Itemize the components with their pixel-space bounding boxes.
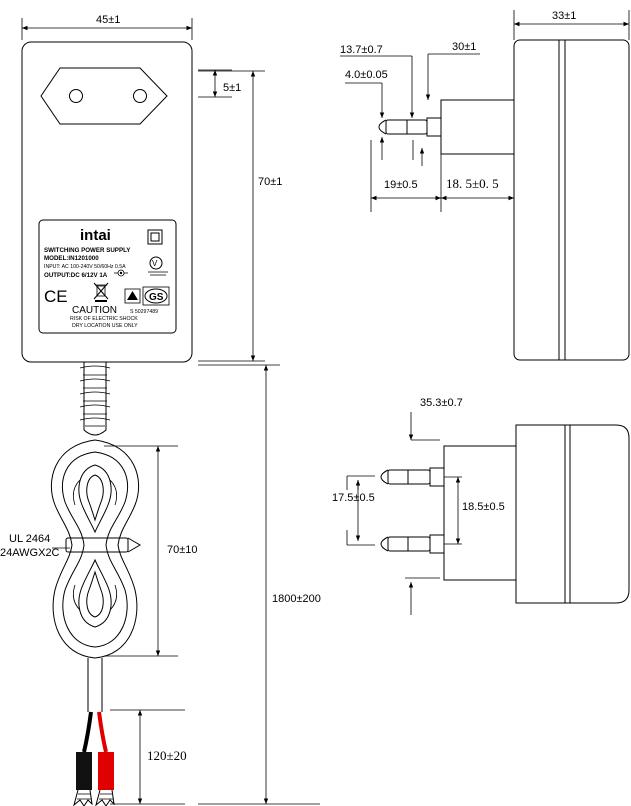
cable-spec-line2: 24AWGX2C — [0, 547, 60, 559]
side-body — [513, 39, 630, 361]
coil-height-dim: 70±10 — [167, 544, 198, 556]
label-line4: OUTPUT:DC 6/12V 1A — [44, 272, 108, 279]
plug-depth-dim: 30±1 — [452, 41, 476, 53]
pin-diameter-dim: 4.0±0.05 — [345, 69, 388, 81]
pin-offset-dim: 5±1 — [223, 82, 241, 94]
dry-location-text: DRY LOCATION USE ONLY — [72, 323, 138, 329]
front-width-dim: 45±1 — [96, 14, 120, 26]
plug-socket-outline — [40, 67, 168, 125]
cert-number: S 50297489 — [130, 309, 158, 315]
label-line2: MODEL:IN1201000 — [44, 255, 99, 262]
label-line3: INPUT: AC 100-240V 50/60Hz 0.5A — [44, 264, 126, 270]
pin-hole-right — [133, 89, 147, 103]
cable-tie — [65, 537, 129, 553]
black-clip — [73, 752, 93, 806]
red-wire — [97, 711, 108, 753]
caution-text: CAUTION — [72, 305, 117, 316]
black-wire — [82, 711, 93, 753]
shock-warning: RISK OF ELECTRIC SHOCK — [70, 316, 138, 322]
svg-text:GS: GS — [149, 292, 164, 303]
cable-coil-outer — [50, 439, 140, 659]
bottom-body — [515, 424, 630, 604]
pin-tip-spacing-dim: 17.5±0.5 — [332, 492, 375, 504]
brand-logo: intai — [80, 227, 111, 244]
side-plug-base — [440, 99, 515, 155]
efficiency-mark: V — [152, 259, 158, 268]
label-line1: SWITCHING POWER SUPPLY — [44, 247, 131, 254]
lead-length-dim: 120±20 — [147, 748, 187, 763]
bottom-view: 35.3±0.7 17.5±0.5 18.5±0.5 — [332, 397, 630, 615]
hatch-icon — [148, 271, 168, 276]
gs-mark-icon: GS — [142, 286, 170, 306]
pin-spacing-dim: 18.5±0.5 — [462, 501, 505, 513]
warning-triangle-icon — [124, 288, 141, 304]
pin-length-dim: 13.7±0.7 — [340, 44, 383, 56]
side-view: 33±1 13.7±0.7 30±1 4.0±0.05 19±0.5 — [340, 10, 630, 361]
bottom-depth-dim: 35.3±0.7 — [420, 397, 463, 409]
product-label: intai SWITCHING POWER SUPPLY MODEL:IN120… — [38, 219, 177, 334]
bottom-plug-base — [443, 445, 517, 581]
weee-bin-icon — [93, 282, 109, 302]
strain-relief — [83, 362, 107, 436]
cable-tie-head — [127, 537, 141, 553]
plug-section-dim: 18. 5±0. 5 — [446, 176, 499, 191]
pin-hole-left — [69, 89, 83, 103]
adapter-body — [21, 41, 193, 363]
cable-assembly: UL 2464 24AWGX2C 70±10 120±20 — [0, 362, 321, 806]
front-height-dim: 70±1 — [258, 176, 282, 188]
side-depth-dim: 33±1 — [552, 10, 576, 22]
ce-mark: CE — [44, 287, 68, 306]
front-view: 45±1 5±1 70±1 intai SWITCHING POWER SUPP… — [21, 14, 282, 363]
cable-spec-line1: UL 2464 — [9, 533, 50, 545]
pin-reach-dim: 19±0.5 — [384, 179, 418, 191]
red-clip — [95, 752, 115, 806]
cable-length-dim: 1800±200 — [272, 593, 321, 605]
